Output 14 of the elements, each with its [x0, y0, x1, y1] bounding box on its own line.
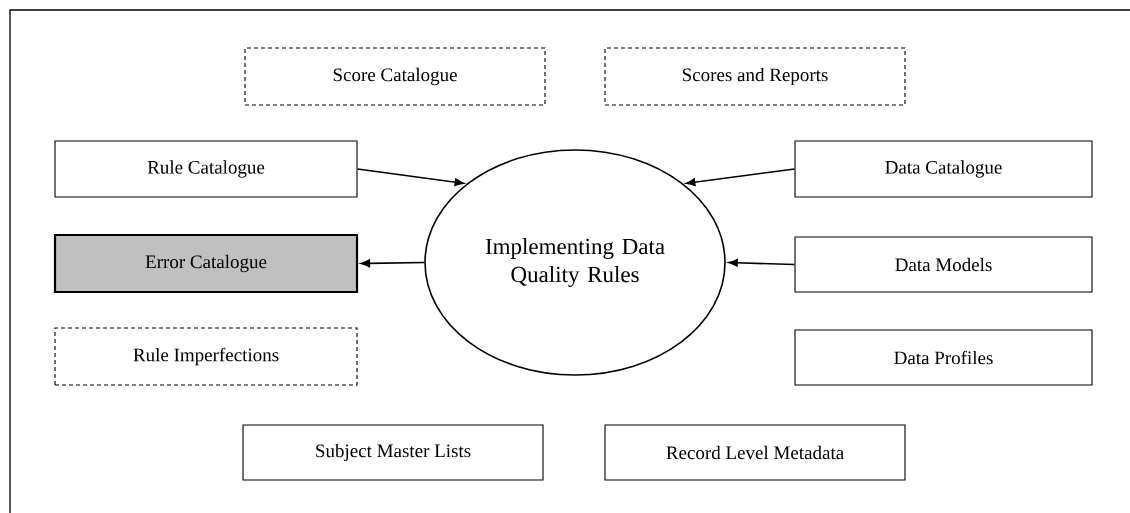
process-box: Record Level Metadata	[604, 424, 906, 481]
process-box: Data Models	[794, 236, 1093, 293]
process-box: Rule Catalogue	[54, 140, 358, 198]
arrow	[360, 259, 425, 268]
arrow	[685, 168, 796, 187]
process-box: Data Profiles	[794, 329, 1093, 386]
arrow	[728, 258, 796, 267]
process-box: Subject Master Lists	[242, 424, 544, 481]
process-box: Rule Imperfections	[54, 327, 358, 386]
process-box: Data Catalogue	[794, 140, 1093, 198]
process-box: Error Catalogue	[53, 233, 359, 294]
arrow	[356, 168, 465, 187]
process-box: Scores and Reports	[604, 47, 906, 106]
process-box: Score Catalogue	[244, 47, 546, 106]
